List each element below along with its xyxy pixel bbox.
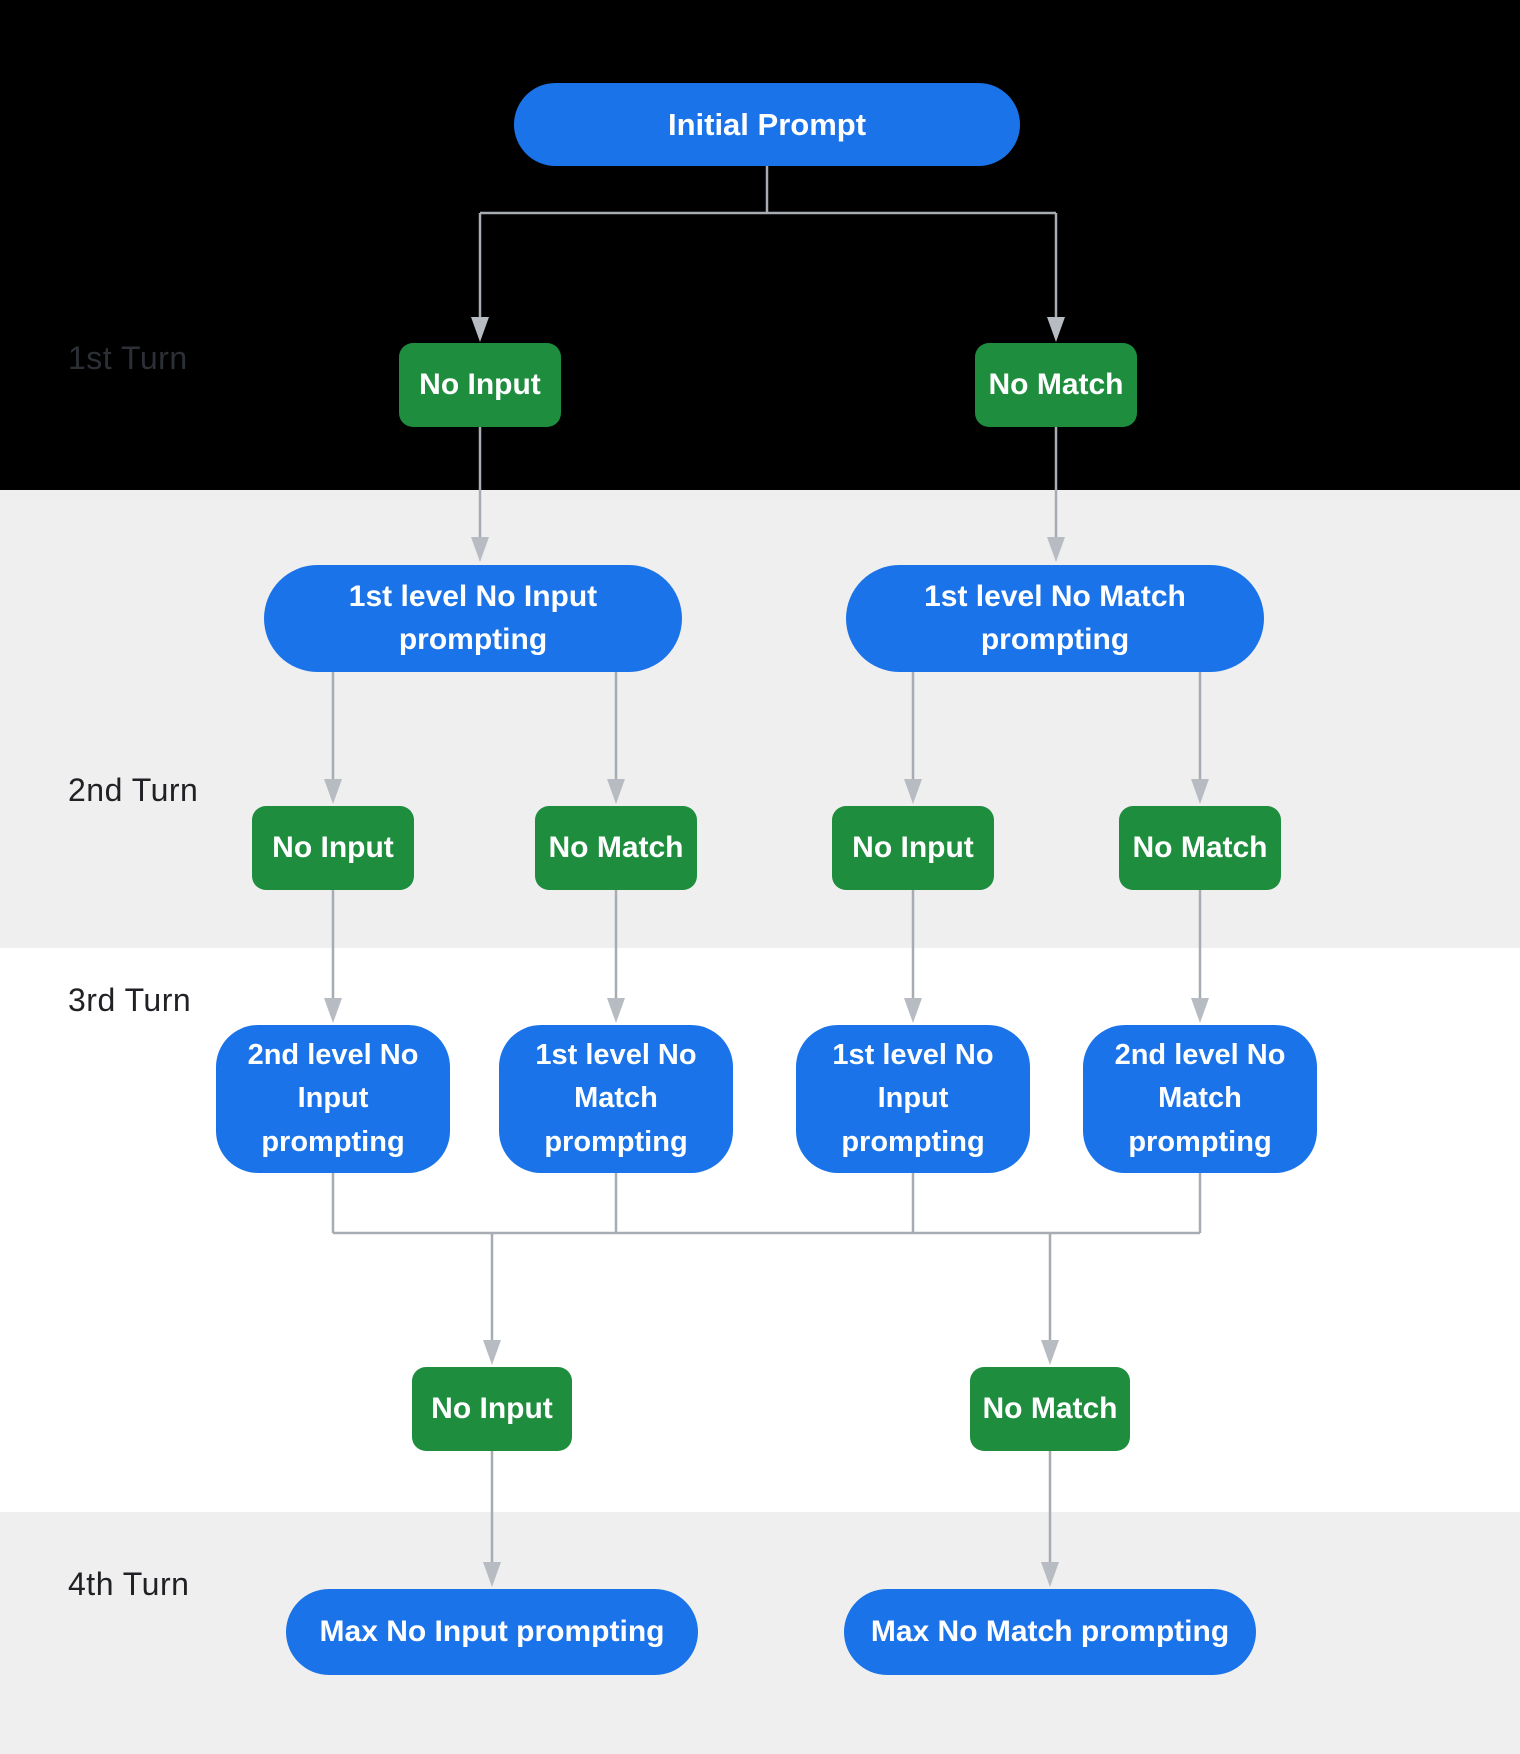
arrowhead	[471, 317, 489, 342]
arrowhead	[1191, 998, 1209, 1023]
max-no-input-prompt-pill: Max No Input prompting	[286, 1589, 698, 1675]
arrowhead	[607, 779, 625, 804]
arrowhead	[483, 1562, 501, 1587]
turn-label-4th: 4th Turn	[68, 1566, 190, 1602]
turn-label-3rd: 3rd Turn	[68, 982, 192, 1018]
arrowhead	[1047, 317, 1065, 342]
turn-label-1st: 1st Turn	[68, 340, 188, 376]
turn2-no-match-event-1: No Match	[535, 806, 697, 890]
arrowhead	[1041, 1562, 1059, 1587]
band-turn1-black	[0, 0, 1520, 490]
turn3-prompt-2nd-level-no-input: 2nd level No Input prompting	[216, 1025, 450, 1173]
turn3-prompt-2nd-level-no-match: 2nd level No Match prompting	[1083, 1025, 1317, 1173]
turn-label-2nd: 2nd Turn	[68, 772, 199, 808]
turn2-no-input-event-1: No Input	[252, 806, 414, 890]
turn1-no-input-event: No Input	[399, 343, 561, 427]
turn2-no-match-event-2: No Match	[1119, 806, 1281, 890]
turn3-prompt-1st-level-no-input: 1st level No Input prompting	[796, 1025, 1030, 1173]
arrowhead	[471, 537, 489, 562]
arrowhead	[1191, 779, 1209, 804]
turn2-no-input-event-2: No Input	[832, 806, 994, 890]
level1-no-match-prompt-pill: 1st level No Match prompting	[846, 565, 1264, 672]
turn3-prompt-1st-level-no-match: 1st level No Match prompting	[499, 1025, 733, 1173]
arrowhead	[324, 998, 342, 1023]
max-no-match-prompt-pill: Max No Match prompting	[844, 1589, 1256, 1675]
initial-prompt-node: Initial Prompt	[514, 83, 1020, 166]
band-turn4-gray	[0, 1512, 1520, 1754]
arrowhead	[1041, 1340, 1059, 1365]
arrowhead	[483, 1340, 501, 1365]
arrowhead	[324, 779, 342, 804]
turn1-no-match-event: No Match	[975, 343, 1137, 427]
turn3-no-match-event: No Match	[970, 1367, 1130, 1451]
level1-no-input-prompt-pill: 1st level No Input prompting	[264, 565, 682, 672]
arrowhead	[904, 779, 922, 804]
arrowhead	[607, 998, 625, 1023]
arrowhead	[1047, 537, 1065, 562]
turn3-no-input-event: No Input	[412, 1367, 572, 1451]
arrowhead	[904, 998, 922, 1023]
